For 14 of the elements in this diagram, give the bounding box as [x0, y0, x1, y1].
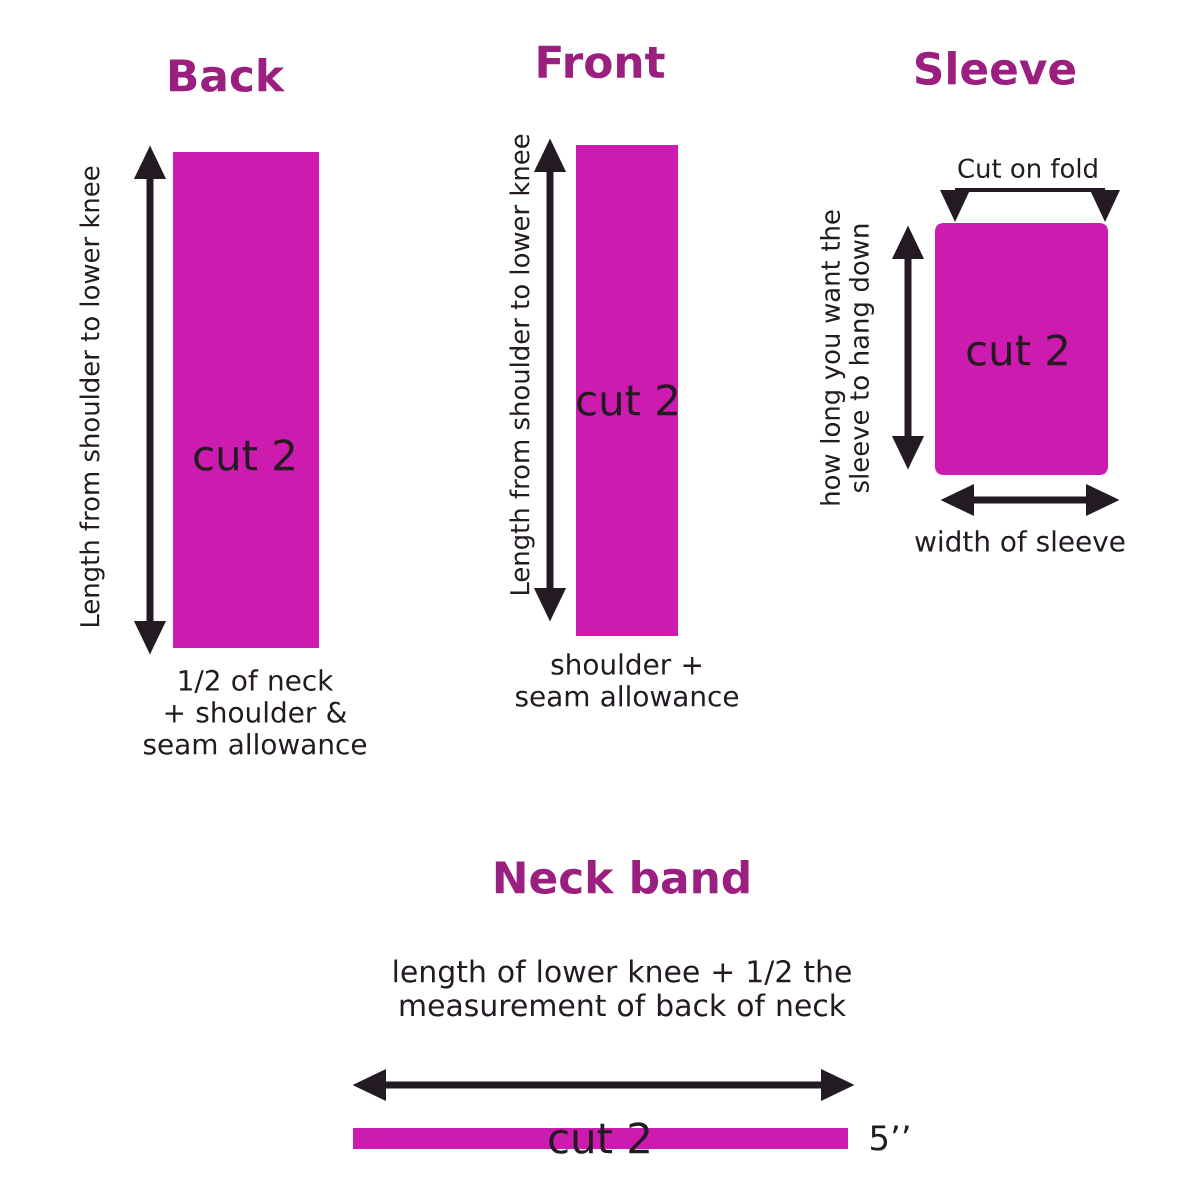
- dimension-label: Cut on fold: [958, 157, 1097, 178]
- piece-title: Neck band: [495, 860, 749, 894]
- piece-title: Back: [169, 58, 285, 92]
- dimension-label: Length from shoulder to lower knee: [509, 134, 535, 595]
- pattern-piece: cut 2: [353, 1122, 848, 1154]
- piece-title: Sleeve: [915, 51, 1076, 85]
- pattern-piece: cut 2: [935, 223, 1108, 475]
- dimension-label: Length from shoulder to lower knee: [79, 166, 105, 627]
- pattern-piece: cut 2: [576, 145, 678, 636]
- dimension-label: length of lower knee + 1/2 the measurement of back of neck: [394, 959, 851, 1017]
- dimension-label: width of sleeve: [915, 530, 1125, 552]
- piece-title: Front: [538, 45, 665, 79]
- dimension-label: how long you want the sleeve to hang down: [820, 210, 874, 505]
- pattern-piece: cut 2: [173, 152, 319, 648]
